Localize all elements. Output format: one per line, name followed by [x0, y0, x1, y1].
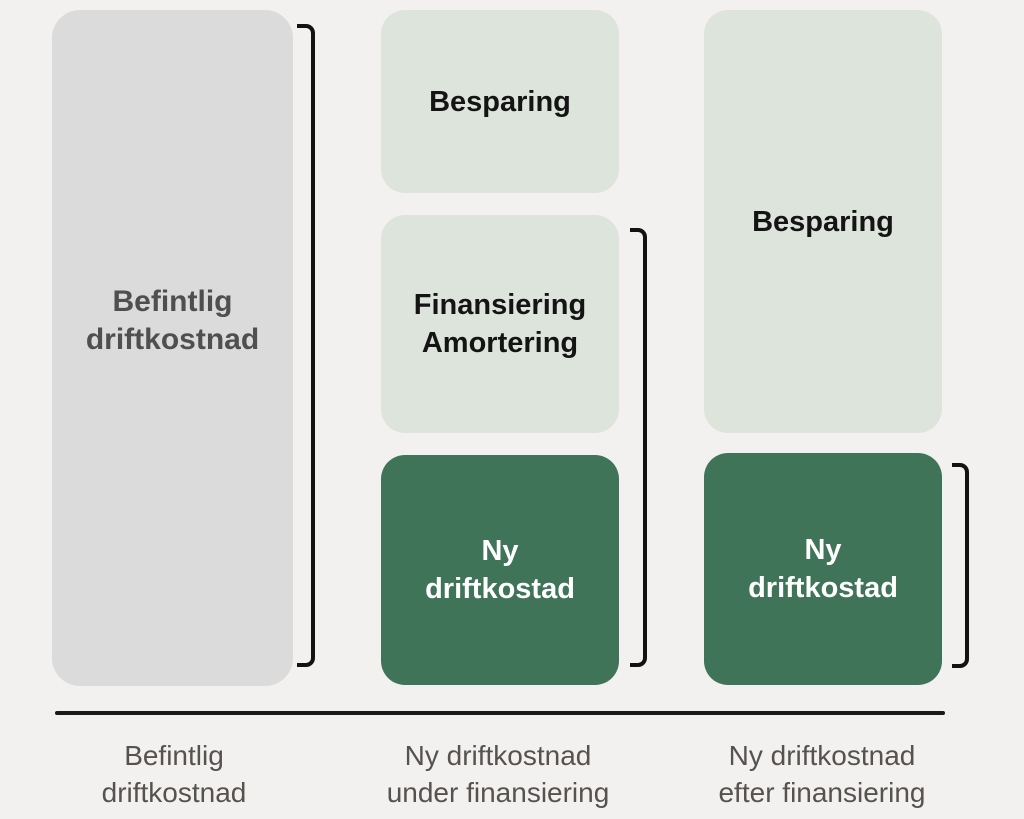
bar-besparing-under: Besparing — [381, 10, 619, 193]
axis-label-efter-finansiering: Ny driftkostnad efter finansiering — [718, 740, 926, 808]
bracket-befintlig — [297, 24, 315, 667]
bar-ny-driftkostad-under-label: Ny driftkostad — [425, 535, 575, 605]
bar-befintlig-driftkostnad: Befintlig driftkostnad — [52, 10, 293, 686]
bar-besparing-efter-label: Besparing — [752, 205, 894, 238]
bar-ny-driftkostad-under: Ny driftkostad — [381, 455, 619, 685]
bar-ny-driftkostad-efter: Ny driftkostad — [704, 453, 942, 685]
baseline — [55, 711, 945, 715]
bar-finansiering-amortering-label: Finansiering Amortering — [413, 289, 587, 359]
axis-label-befintlig: Befintlig driftkostnad — [101, 740, 247, 808]
bar-besparing-under-label: Besparing — [429, 85, 571, 118]
bar-finansiering-amortering: Finansiering Amortering — [381, 215, 619, 433]
bar-besparing-efter: Besparing — [704, 10, 942, 433]
bar-ny-driftkostad-efter-label: Ny driftkostad — [748, 534, 898, 604]
bar-befintlig-label: Befintlig driftkostnad — [85, 285, 260, 356]
bracket-ny-driftkostnad-efter — [952, 463, 969, 668]
axis-label-under-finansiering: Ny driftkostnad under finansiering — [386, 740, 610, 808]
bracket-ny-driftkostnad-under — [630, 228, 647, 667]
